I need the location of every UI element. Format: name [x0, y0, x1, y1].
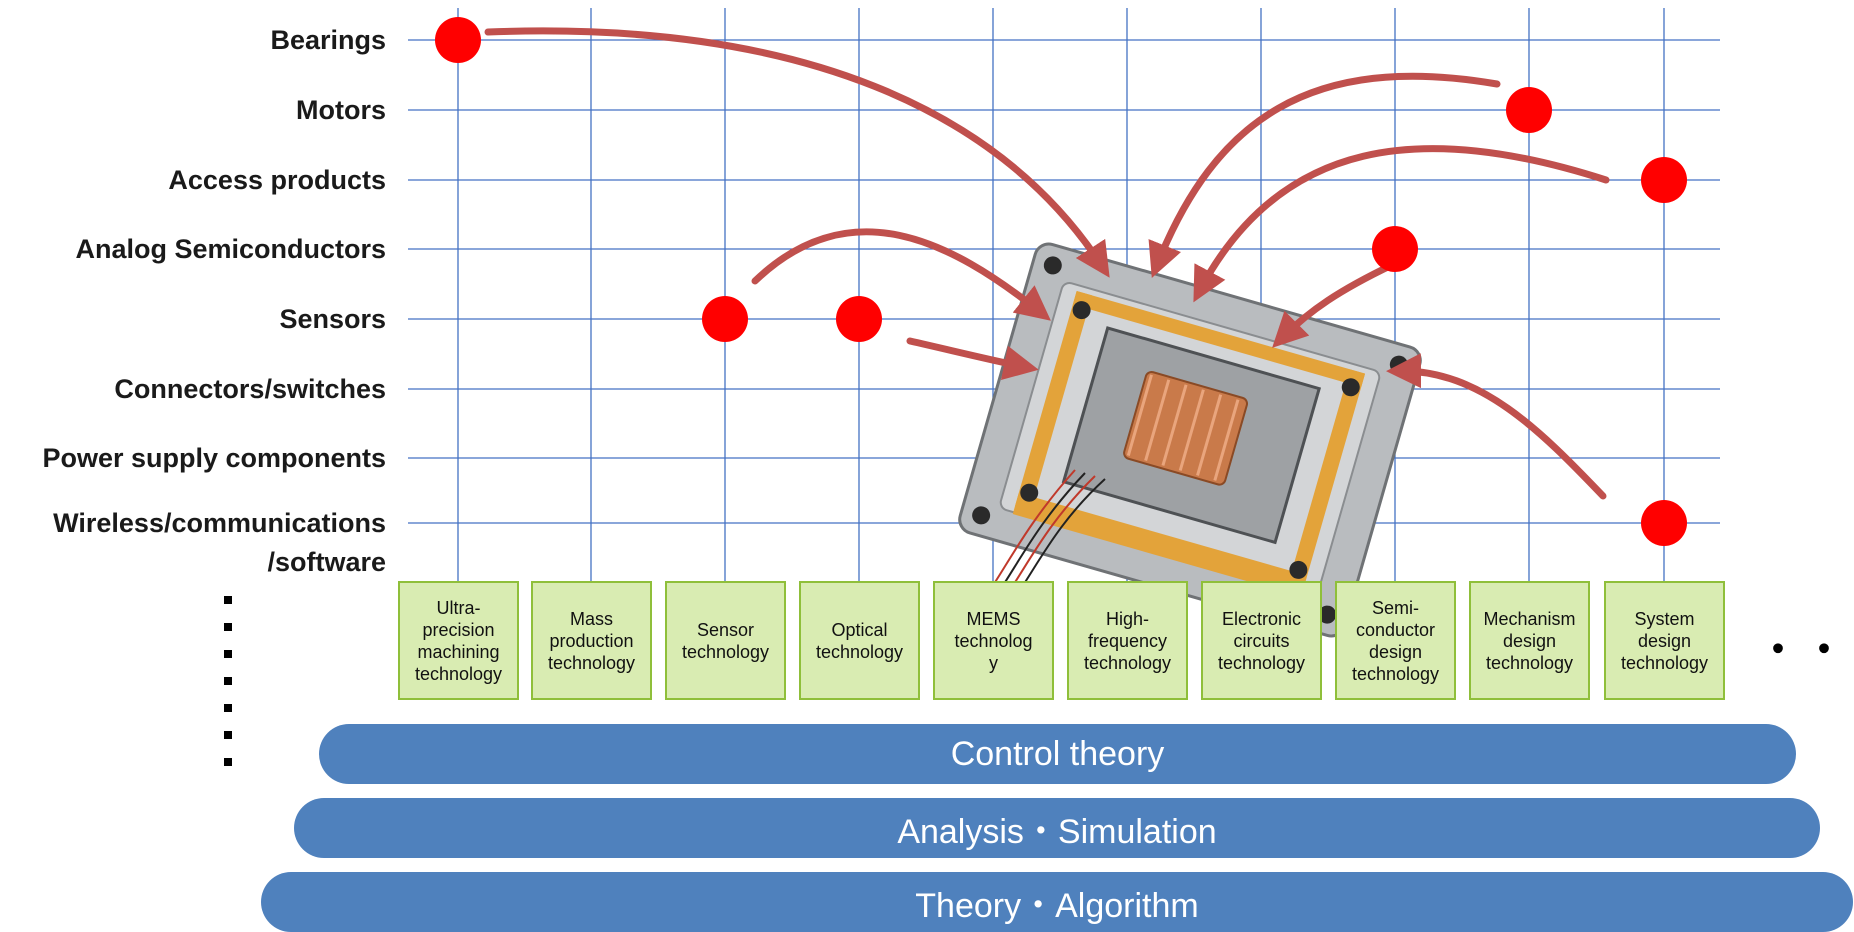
device-wire — [1019, 478, 1106, 591]
tech-box-mems: MEMS technolog y — [933, 581, 1054, 700]
tech-box-mass-production: Mass production technology — [531, 581, 652, 700]
tech-box-electronic-circuits: Electronic circuits technology — [1201, 581, 1322, 700]
row-label-wireless-communications: Wireless/communications — [53, 508, 386, 538]
connection-arrow — [1148, 72, 1501, 278]
more-square — [224, 704, 232, 712]
more-square — [224, 623, 232, 631]
device-wire — [1009, 475, 1096, 591]
more-square — [224, 731, 232, 739]
foundation-bar-analysis-simulation: Analysis・Simulation — [294, 798, 1820, 858]
tech-box-sensor: Sensor technology — [665, 581, 786, 700]
device-wire — [989, 469, 1076, 591]
foundation-bar-control-theory: Control theory — [319, 724, 1796, 784]
connection-arrow — [1386, 353, 1607, 500]
technology-dot — [1506, 87, 1552, 133]
connection-arrow — [906, 337, 1039, 381]
row-label-bearings: Bearings — [270, 25, 386, 55]
connection-arrow — [751, 228, 1051, 321]
right-more-indicator: ・・・ — [1758, 628, 1854, 672]
tech-box-ultra-precision: Ultra- precision machining technology — [398, 581, 519, 700]
row-label-sensors: Sensors — [279, 304, 386, 334]
technology-dot — [435, 17, 481, 63]
row-label-analog-semiconductors: Analog Semiconductors — [75, 234, 386, 264]
tech-box-semiconductor-design: Semi- conductor design technology — [1335, 581, 1456, 700]
foundation-bar-theory-algorithm: Theory・Algorithm — [261, 872, 1853, 932]
row-label-continuation: /software — [267, 547, 386, 577]
tech-box-optical: Optical technology — [799, 581, 920, 700]
tech-box-system-design: System design technology — [1604, 581, 1725, 700]
row-label-connectors-switches: Connectors/switches — [114, 374, 386, 404]
more-square — [224, 758, 232, 766]
technology-dot — [702, 296, 748, 342]
more-square — [224, 650, 232, 658]
tech-box-mechanism-design: Mechanism design technology — [1469, 581, 1590, 700]
mems-actuator-device-photo-icon — [958, 242, 1422, 638]
technology-dot — [1641, 500, 1687, 546]
row-label-motors: Motors — [296, 95, 386, 125]
device-wire — [999, 472, 1086, 591]
more-square — [224, 596, 232, 604]
connection-arrow — [1272, 261, 1396, 348]
technology-dot — [1372, 226, 1418, 272]
tech-box-high-frequency: High- frequency technology — [1067, 581, 1188, 700]
more-square — [224, 677, 232, 685]
row-label-access-products: Access products — [168, 165, 386, 195]
row-label-power-supply-components: Power supply components — [42, 443, 386, 473]
technology-dot — [836, 296, 882, 342]
connection-arrow — [484, 27, 1110, 278]
connection-arrow — [1193, 145, 1610, 303]
technology-dot — [1641, 157, 1687, 203]
